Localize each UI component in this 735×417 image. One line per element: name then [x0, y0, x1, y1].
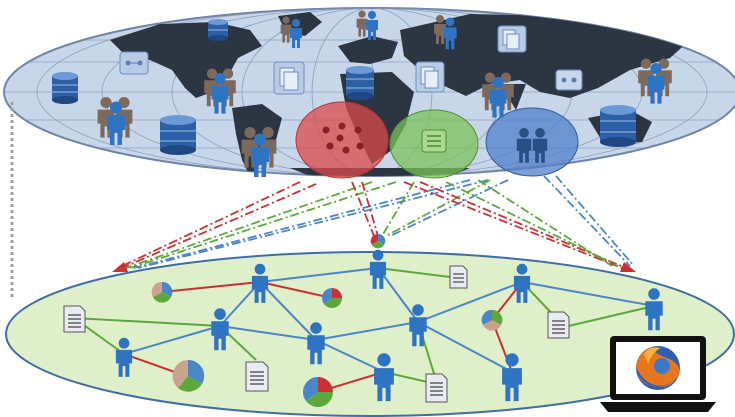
database-icon — [208, 19, 228, 41]
firefox-browser-icon — [636, 346, 680, 390]
asia — [400, 14, 690, 98]
laptop-icon — [600, 336, 716, 412]
database-icon — [52, 72, 78, 104]
document-icon — [449, 265, 468, 289]
network-pies — [151, 281, 503, 407]
document-icon — [63, 305, 86, 333]
pie-chart-icon — [481, 309, 503, 331]
network-disc — [5, 249, 735, 417]
document-stack-icon — [415, 61, 445, 93]
pie-chart-icon — [303, 377, 333, 407]
projection-lines — [117, 175, 635, 269]
pie-chart-icon — [322, 288, 342, 308]
projection-arrowheads — [112, 262, 636, 272]
cluster-green — [389, 109, 479, 179]
network-documents — [63, 265, 570, 403]
database-icon — [160, 115, 196, 155]
database-icon — [600, 105, 636, 147]
document-icon — [425, 373, 448, 403]
cluster-blue — [485, 107, 579, 177]
cluster-red — [295, 101, 389, 179]
document-icon — [547, 311, 570, 339]
document-stack-icon — [119, 51, 149, 75]
document-icon — [245, 361, 269, 392]
document-stack-icon — [497, 25, 527, 53]
europe — [338, 36, 398, 64]
center-node-pie — [370, 233, 386, 249]
document-stack-icon — [273, 61, 305, 95]
pie-chart-icon — [151, 281, 173, 303]
document-stack-icon — [555, 69, 583, 91]
database-icon — [346, 66, 374, 100]
world-map-disc — [3, 7, 735, 179]
pie-chart-icon — [172, 359, 205, 392]
